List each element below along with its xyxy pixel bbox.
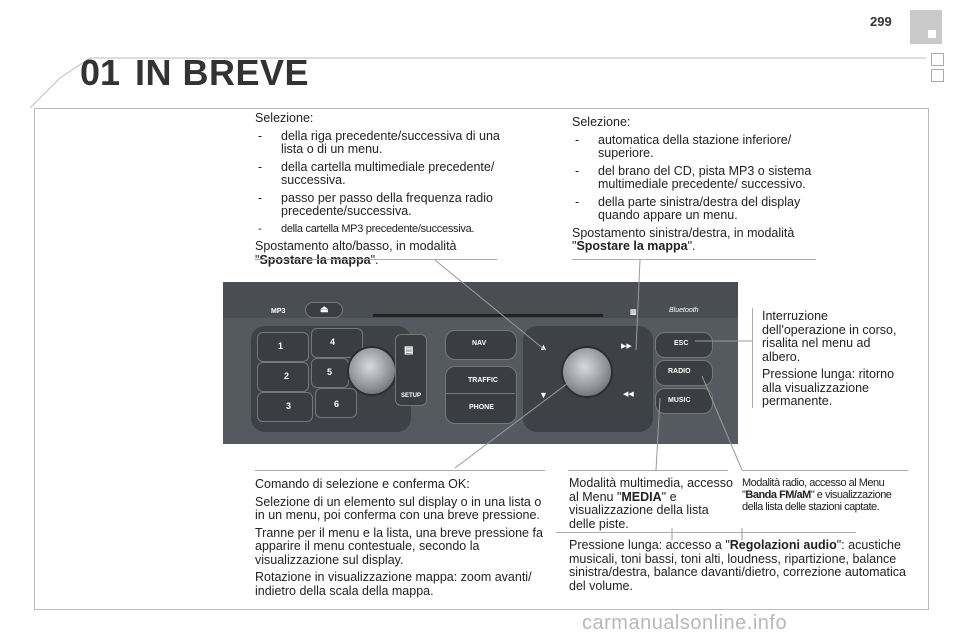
- separator: [255, 259, 497, 260]
- up-arrow-icon[interactable]: ▲: [539, 342, 548, 352]
- top-left-heading: Selezione:: [255, 111, 314, 125]
- music-description: Modalità multimedia, accesso al Menu "ME…: [569, 476, 734, 535]
- watermark: carmanualsonline.info: [582, 612, 788, 634]
- separator: [742, 470, 908, 471]
- music-button[interactable]: MUSIC: [655, 388, 713, 414]
- separator: [556, 532, 856, 533]
- traffic-button[interactable]: TRAFFIC: [468, 377, 498, 384]
- top-left-item-1: della riga precedente/successiva di una …: [255, 129, 510, 157]
- ok-knob-p4: Rotazione in visualizzazione mappa: zoom…: [255, 570, 532, 598]
- top-left-item-3: passo per passo della frequenza radio pr…: [255, 191, 510, 219]
- top-right-item-2: del brano del CD, pista MP3 o sistema mu…: [572, 164, 812, 192]
- esc-button[interactable]: ESC: [655, 332, 713, 358]
- separator: [255, 470, 545, 471]
- page-number: 299: [870, 14, 892, 29]
- separator: [572, 259, 816, 260]
- side-checkbox-1: [931, 53, 944, 66]
- top-right-item-3: della parte sinistra/destra del display …: [572, 195, 812, 223]
- preset-6-button[interactable]: 6: [315, 388, 357, 418]
- volume-knob[interactable]: [347, 346, 397, 396]
- content-frame: [34, 108, 929, 610]
- top-left-note: Spostamento alto/basso, in modalità "Spo…: [255, 239, 457, 267]
- down-arrow-icon[interactable]: ▼: [539, 390, 548, 400]
- top-right-note: Spostamento sinistra/destra, in modalità…: [572, 225, 795, 253]
- corner-tab: [910, 10, 942, 44]
- top-left-item-4: della cartella MP3 precedente/successiva…: [255, 223, 510, 237]
- ok-knob-p3: Tranne per il menu e la lista, una breve…: [255, 525, 543, 567]
- side-checkbox-2: [931, 69, 944, 82]
- radio-control-panel: MP3 ⏏ ▥ Bluetooth 1 4 2 5 3 6 ▤ SETUP NA…: [223, 282, 738, 444]
- esc-long-press: Pressione lunga: ritorno alla visualizza…: [762, 367, 895, 408]
- section-number: 01: [80, 52, 121, 93]
- setup-icon: ▤: [404, 345, 414, 356]
- right-side-text: Interruzione dell'operazione in corso, r…: [762, 309, 912, 413]
- preset-3-button[interactable]: 3: [257, 392, 313, 422]
- cd-slot-icon: ▥: [630, 309, 637, 316]
- mp3-label: MP3: [271, 308, 286, 315]
- ok-selection-knob[interactable]: [561, 346, 613, 398]
- radio-description: Modalità radio, accesso al Menu "Banda F…: [742, 477, 892, 513]
- ok-knob-p2: Selezione di un elemento sul display o i…: [255, 494, 542, 522]
- top-right-text: Selezione: automatica della stazione inf…: [572, 115, 812, 258]
- eject-icon: ⏏: [320, 304, 329, 314]
- music-description-text: Modalità multimedia, accesso al Menu "ME…: [569, 476, 733, 531]
- traffic-phone-block: [445, 366, 517, 424]
- esc-description: Interruzione dell'operazione in corso, r…: [762, 309, 897, 364]
- separator: [568, 470, 728, 471]
- ok-knob-p1: Comando di selezione e conferma OK:: [255, 477, 470, 491]
- setup-button[interactable]: ▤ SETUP: [395, 334, 427, 406]
- phone-button[interactable]: PHONE: [469, 404, 494, 411]
- audio-settings-description: Pressione lunga: accesso a "Regolazioni …: [569, 538, 919, 597]
- top-right-item-1: automatica della stazione inferiore/ sup…: [572, 133, 812, 161]
- eject-button[interactable]: ⏏: [305, 302, 343, 318]
- audio-settings-text: Pressione lunga: accesso a "Regolazioni …: [569, 538, 906, 593]
- top-left-item-2: della cartella multimediale precedente/ …: [255, 160, 510, 188]
- preset-2-button[interactable]: 2: [257, 362, 309, 392]
- preset-1-button[interactable]: 1: [257, 332, 309, 362]
- header-frame: [30, 57, 926, 108]
- next-track-icon[interactable]: ▶▶: [621, 343, 632, 350]
- page-title: IN BREVE: [135, 52, 310, 93]
- prev-track-icon[interactable]: ◀◀: [623, 391, 634, 398]
- vertical-separator: [752, 308, 753, 408]
- top-left-text: Selezione: della riga precedente/success…: [255, 111, 510, 271]
- top-right-heading: Selezione:: [572, 115, 631, 129]
- preset-5-button[interactable]: 5: [311, 358, 349, 388]
- ok-knob-description: Comando di selezione e conferma OK: Sele…: [255, 477, 550, 602]
- radio-button[interactable]: RADIO: [655, 360, 713, 386]
- nav-button[interactable]: NAV: [445, 330, 517, 360]
- bluetooth-label: Bluetooth: [669, 307, 699, 314]
